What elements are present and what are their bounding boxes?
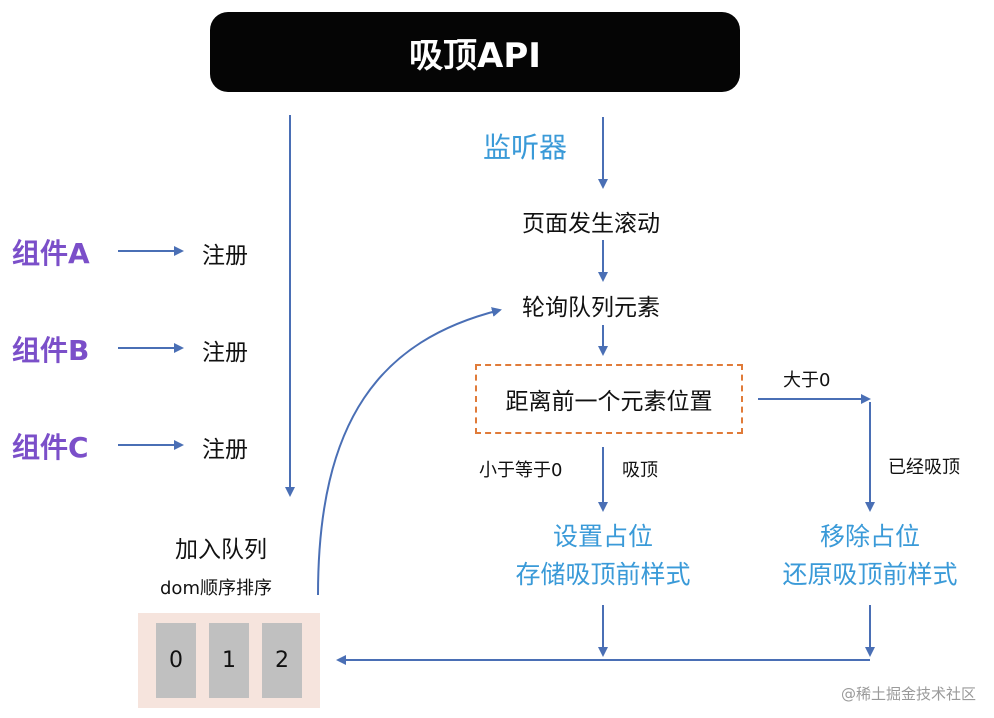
label-greater-than-zero: 大于0 xyxy=(783,370,831,391)
left-result-line-1: 设置占位 xyxy=(552,522,653,551)
component-b-label: 组件B xyxy=(12,334,90,367)
right-result-line-2: 还原吸顶前样式 xyxy=(782,560,958,589)
component-c-register: 注册 xyxy=(202,437,248,463)
arrow-queue-to-poll xyxy=(317,307,502,596)
queue-cell-1: 1 xyxy=(209,623,249,698)
step-scroll: 页面发生滚动 xyxy=(522,211,660,237)
right-result: 移除占位 还原吸顶前样式 xyxy=(767,518,973,594)
queue-cell-2: 2 xyxy=(262,623,302,698)
component-c-label: 组件C xyxy=(12,431,89,464)
right-result-line-1: 移除占位 xyxy=(819,522,920,551)
label-stick: 吸顶 xyxy=(622,460,658,481)
queue-title: 加入队列 xyxy=(175,537,267,563)
api-title: 吸顶API xyxy=(409,35,541,76)
label-already-stuck: 已经吸顶 xyxy=(888,457,960,478)
left-result-line-2: 存储吸顶前样式 xyxy=(515,560,691,589)
queue-cell-0: 0 xyxy=(156,623,196,698)
component-b-register: 注册 xyxy=(202,340,248,366)
step-poll: 轮询队列元素 xyxy=(522,295,660,321)
listener-label: 监听器 xyxy=(483,131,568,164)
api-title-bar: 吸顶API xyxy=(210,12,740,92)
left-result: 设置占位 存储吸顶前样式 xyxy=(500,518,706,594)
queue-box: 0 1 2 xyxy=(138,613,320,708)
component-a-register: 注册 xyxy=(202,243,248,269)
watermark: @稀土掘金技术社区 xyxy=(840,685,976,703)
queue-subtitle: dom顺序排序 xyxy=(160,578,272,599)
distance-box: 距离前一个元素位置 xyxy=(475,364,743,434)
label-less-equal-zero: 小于等于0 xyxy=(479,460,563,481)
step-distance: 距离前一个元素位置 xyxy=(505,389,713,415)
component-a-label: 组件A xyxy=(12,237,90,270)
